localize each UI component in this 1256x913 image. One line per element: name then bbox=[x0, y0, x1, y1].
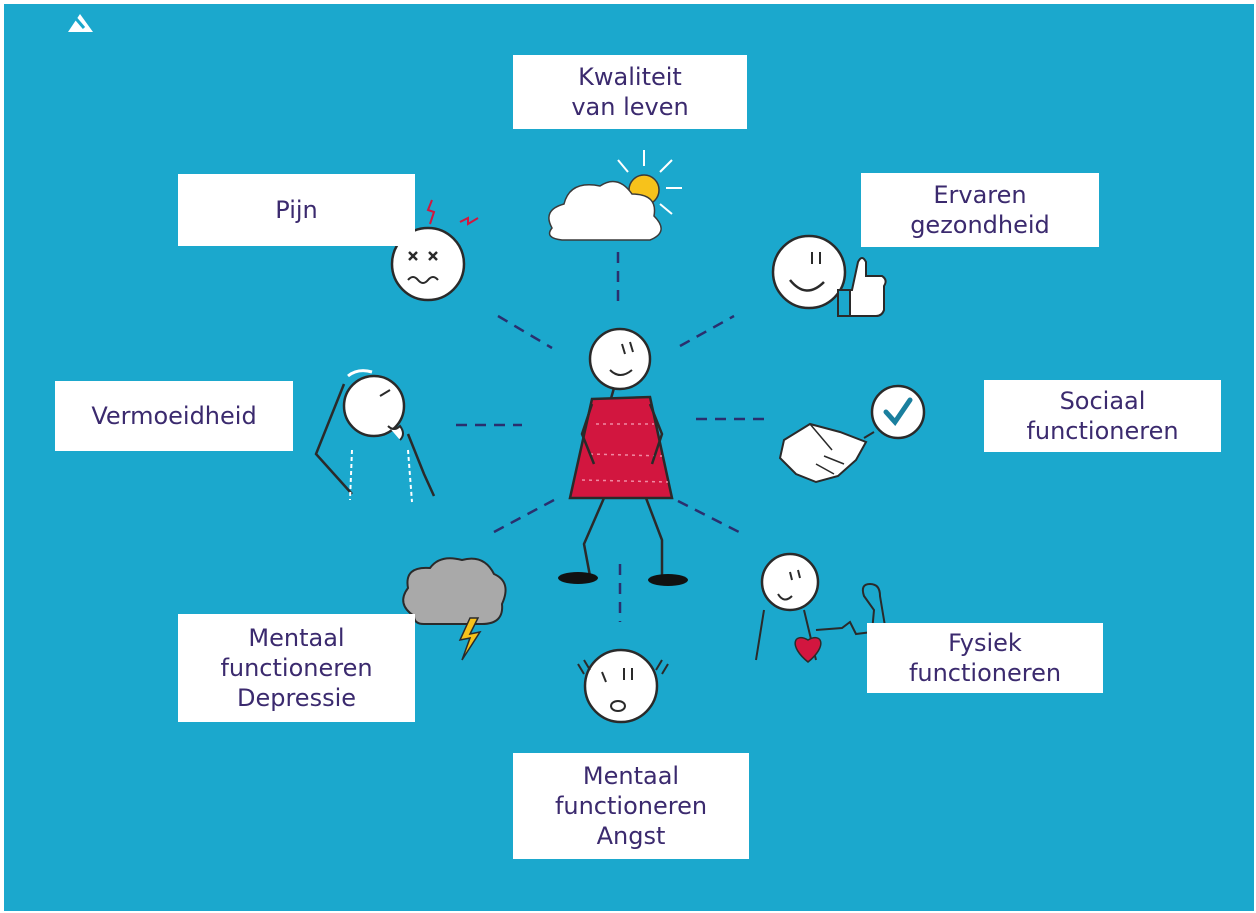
label-text: Mentaal bbox=[248, 624, 345, 652]
label-text: functioneren bbox=[1026, 417, 1179, 445]
label-text: functioneren bbox=[220, 654, 373, 682]
strong-heart-person-icon bbox=[755, 552, 887, 663]
label-physical-functioning: Fysiek functioneren bbox=[867, 623, 1103, 693]
thumbs-up-face-icon bbox=[771, 234, 887, 317]
label-text: Vermoeidheid bbox=[91, 402, 257, 430]
label-text: van leven bbox=[571, 93, 689, 121]
label-text: Sociaal bbox=[1059, 387, 1146, 415]
storm-cloud-icon bbox=[402, 557, 507, 661]
illustration-layer bbox=[68, 13, 926, 724]
label-text: Ervaren bbox=[933, 181, 1027, 209]
label-text: Angst bbox=[596, 822, 666, 850]
logo-icon bbox=[68, 13, 93, 32]
label-pain: Pijn bbox=[178, 174, 415, 246]
handshake-check-icon bbox=[778, 384, 926, 484]
label-text: Fysiek bbox=[948, 629, 1022, 657]
label-text: Pijn bbox=[275, 196, 318, 224]
stick-figure-icon bbox=[558, 327, 688, 586]
label-text: functioneren bbox=[908, 659, 1062, 687]
label-text: functioneren bbox=[554, 792, 708, 820]
tired-person-icon bbox=[314, 369, 436, 503]
diagram-canvas: Kwaliteit van leven Pijn Ervaren gezondh… bbox=[4, 4, 1254, 911]
sun-cloud-icon bbox=[548, 150, 682, 241]
label-quality-of-life: Kwaliteit van leven bbox=[513, 55, 747, 129]
label-perceived-health: Ervaren gezondheid bbox=[861, 173, 1099, 247]
label-text: Depressie bbox=[236, 684, 357, 712]
label-fatigue: Vermoeidheid bbox=[55, 381, 293, 451]
connector-lines bbox=[456, 252, 764, 622]
label-mental-depression: Mentaal functioneren Depressie bbox=[178, 614, 415, 722]
label-text: Kwaliteit bbox=[578, 63, 682, 91]
label-social-functioning: Sociaal functioneren bbox=[984, 380, 1221, 452]
label-text: gezondheid bbox=[910, 211, 1050, 239]
label-text: Mentaal bbox=[582, 762, 680, 790]
label-mental-anxiety: Mentaal functioneren Angst bbox=[513, 753, 749, 859]
anxious-face-icon bbox=[577, 648, 669, 724]
